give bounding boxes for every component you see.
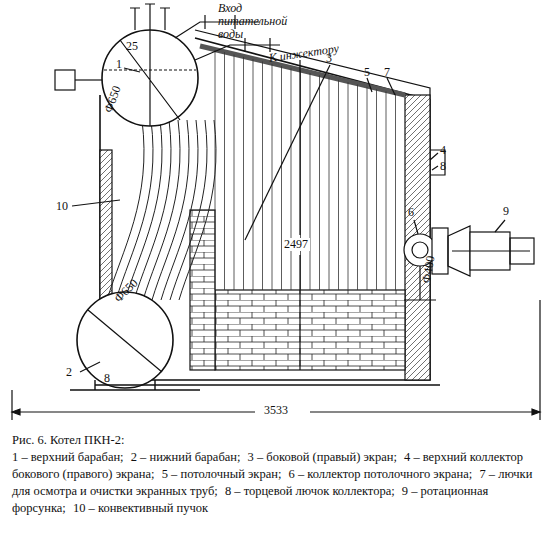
figure-caption: Рис. 6. Котел ПКН-2:1 – верхний барабан;… [12, 432, 545, 516]
legend-item: 3 – боковой (правый) экран; [248, 450, 397, 464]
callout-number: 1 [116, 58, 122, 71]
legend-item: 10 – конвективный пучок [73, 501, 208, 515]
callout-number: 4 [440, 144, 446, 157]
callout-number: 8 [440, 160, 446, 173]
legend-item: 8 – торцевой лючок коллектора; [225, 484, 395, 498]
legend-item: 5 – потолочный экран; [162, 467, 282, 481]
dimension-label: Ф400 [420, 255, 438, 284]
callout-number: 8 [104, 372, 110, 385]
legend-item: 1 – верхний барабан; [12, 450, 124, 464]
callout-number: 9 [503, 205, 509, 218]
legend-item: 6 – коллектор потолочного экрана; [289, 467, 473, 481]
callout-number: 3533 [262, 404, 290, 417]
callout-number: 3 [326, 52, 332, 65]
callout-number: 7 [384, 66, 390, 79]
callout-number: 6 [408, 206, 414, 219]
callout-number: 2 [66, 366, 72, 379]
callout-number: 2497 [282, 238, 310, 251]
legend-item: 2 – нижний барабан; [131, 450, 241, 464]
callout-number: 25 [126, 40, 138, 53]
callout-number: 10 [56, 200, 68, 213]
dimension-label: Вход питательной воды [218, 2, 313, 42]
caption-title: Рис. 6. Котел ПКН-2: [12, 432, 541, 449]
callout-number: 5 [364, 66, 370, 79]
